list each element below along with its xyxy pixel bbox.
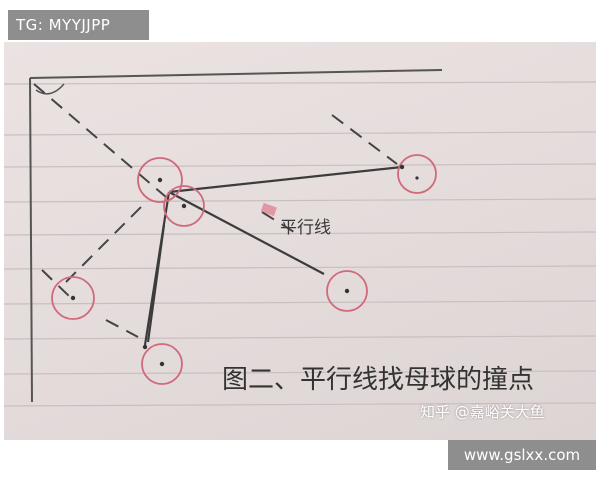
site-url-badge: www.gslxx.com (448, 440, 596, 470)
notebook-rule-lines (4, 81, 596, 407)
parallel-line-label: 平行线 (280, 218, 331, 238)
ball-circles (51, 154, 437, 385)
ball-center-dots (70, 164, 419, 367)
solid-shot-lines (143, 165, 403, 346)
diagram-caption: 图二、平行线找母球的撞点 (222, 365, 534, 395)
annotation-mark (260, 202, 277, 217)
notebook-photo: 平行线 图二、平行线找母球的撞点 (4, 42, 596, 440)
dashed-guide-lines (33, 83, 398, 338)
billiard-diagram: 平行线 图二、平行线找母球的撞点 (4, 69, 596, 407)
zhihu-watermark: 知乎 @嘉峪关大鱼 (420, 403, 545, 421)
tg-tag-label: TG: MYYJJPP (8, 10, 149, 40)
table-cushion-corner (29, 69, 443, 403)
